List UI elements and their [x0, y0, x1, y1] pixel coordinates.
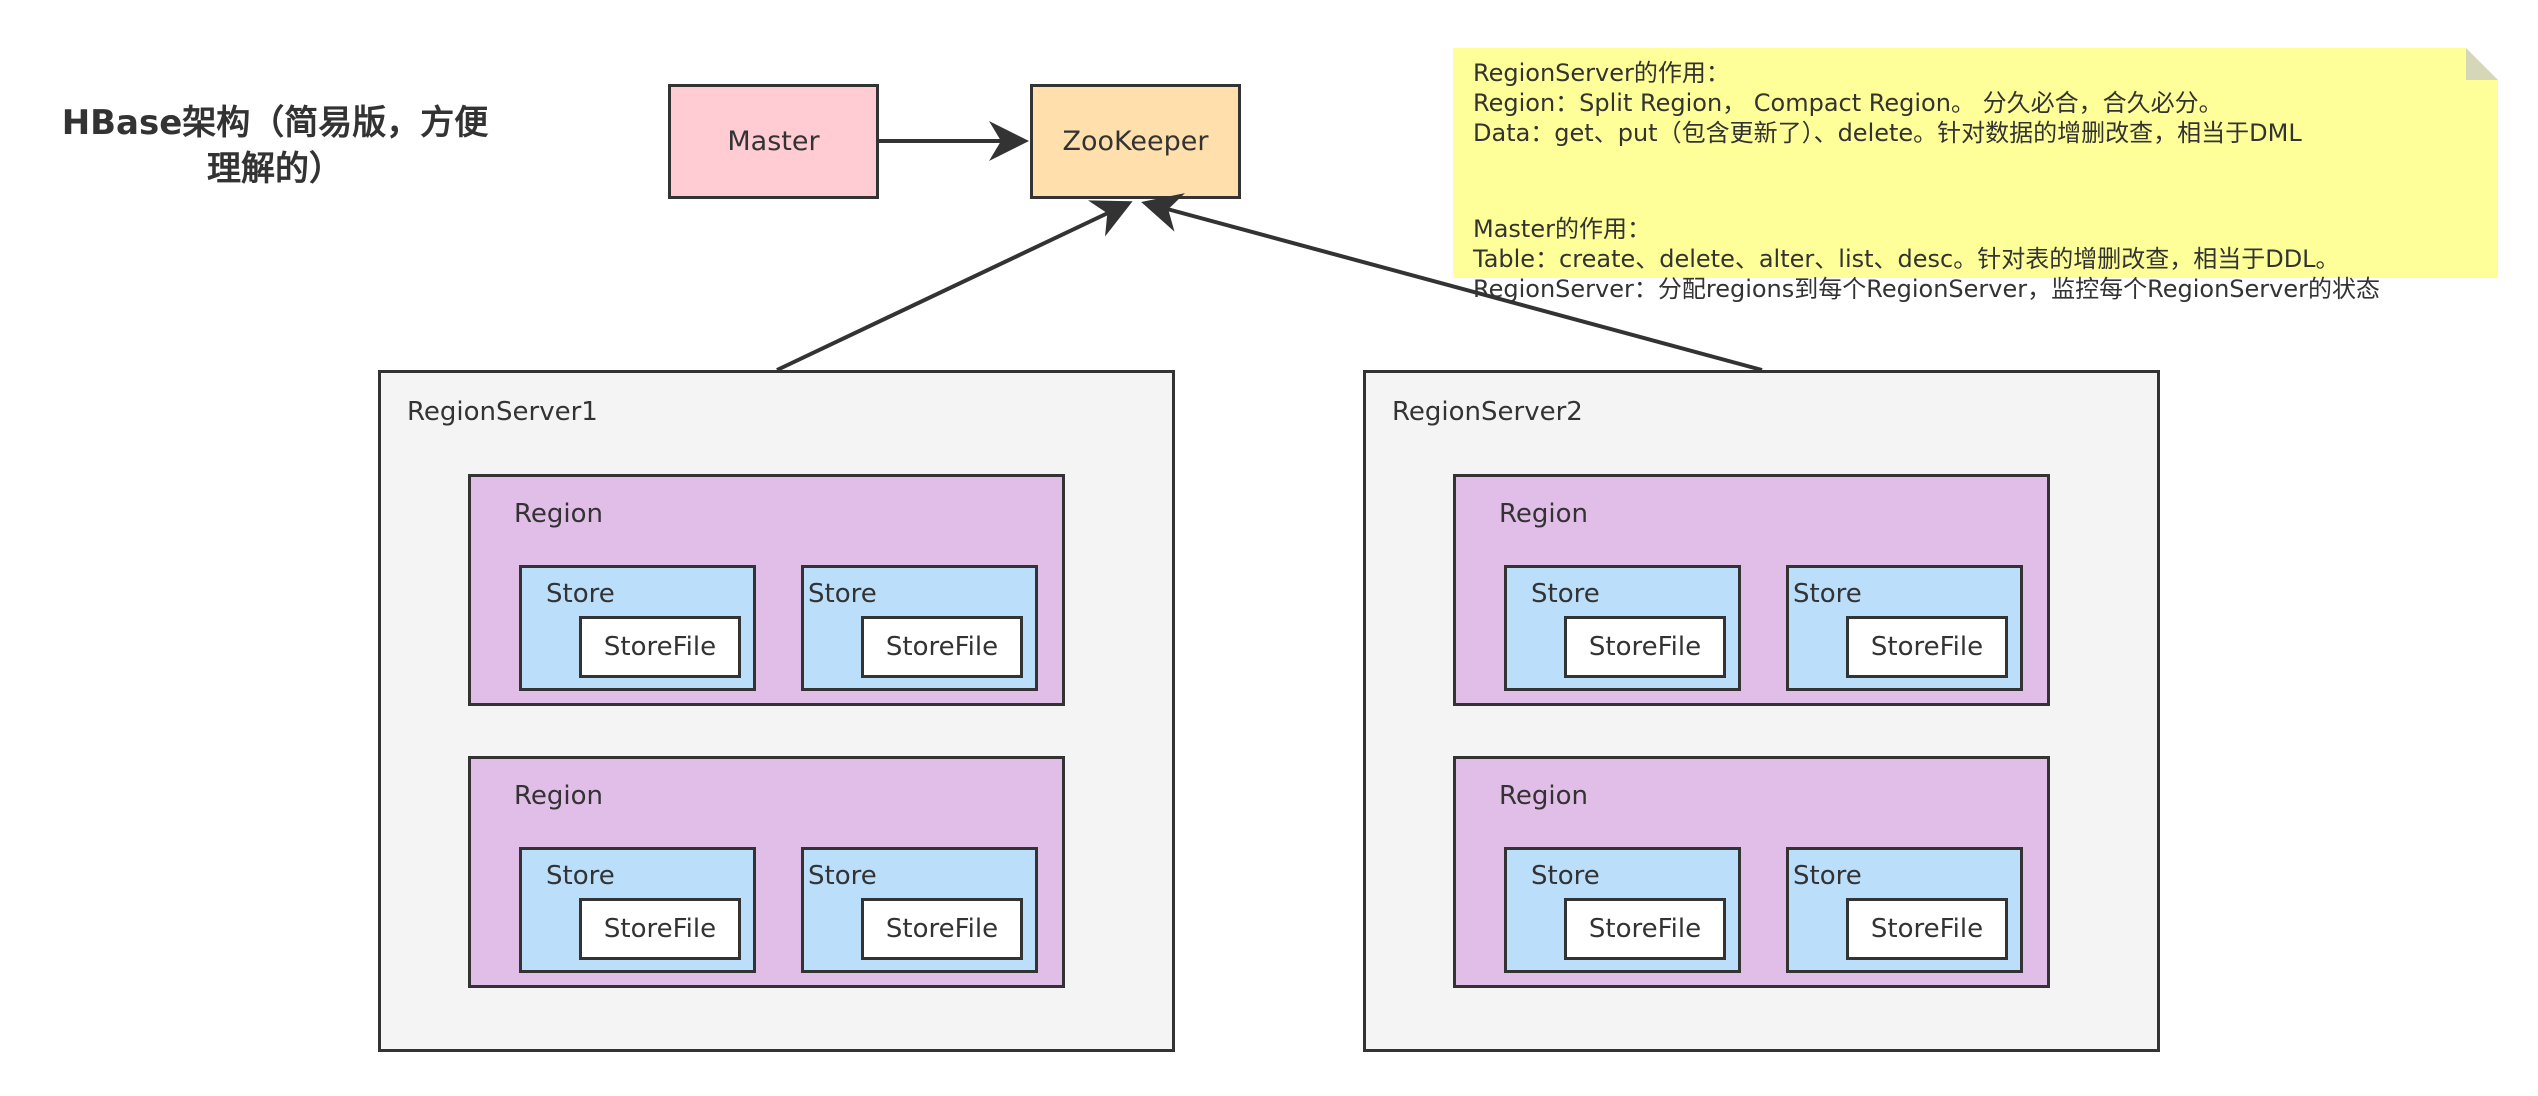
storefile-box[interactable]: StoreFile: [1564, 616, 1726, 678]
store-label: Store: [1793, 579, 1862, 609]
store-label: Store: [546, 861, 615, 891]
store-label: Store: [1793, 861, 1862, 891]
store-box[interactable]: Store StoreFile: [801, 565, 1038, 691]
zookeeper-node[interactable]: ZooKeeper: [1030, 84, 1241, 199]
storefile-box[interactable]: StoreFile: [579, 898, 741, 960]
diagram-title-line-1: HBase架构（简易版，方便: [61, 103, 489, 143]
store-box[interactable]: Store StoreFile: [1504, 847, 1741, 973]
store-box[interactable]: Store StoreFile: [801, 847, 1038, 973]
region-box[interactable]: Region Store StoreFile Store StoreFile: [1453, 474, 2050, 706]
storefile-box[interactable]: StoreFile: [579, 616, 741, 678]
store-label: Store: [808, 861, 877, 891]
region-server-label: RegionServer1: [407, 397, 598, 427]
note-line: Table：create、delete、alter、list、desc。针对表的…: [1473, 245, 2340, 273]
storefile-box[interactable]: StoreFile: [1564, 898, 1726, 960]
note-line: Master的作用：: [1473, 215, 1651, 243]
storefile-label: StoreFile: [885, 632, 999, 662]
storefile-label: StoreFile: [603, 632, 717, 662]
region-box[interactable]: Region Store StoreFile Store StoreFile: [468, 756, 1065, 988]
storefile-box[interactable]: StoreFile: [861, 898, 1023, 960]
storefile-label: StoreFile: [1588, 914, 1702, 944]
note-line: Data：get、put（包含更新了）、delete。针对数据的增删改查，相当于…: [1473, 119, 2302, 147]
store-box[interactable]: Store StoreFile: [519, 565, 756, 691]
region-box[interactable]: Region Store StoreFile Store StoreFile: [468, 474, 1065, 706]
region-label: Region: [1499, 499, 1589, 529]
diagram-title-line-2: 理解的）: [207, 149, 343, 189]
store-label: Store: [808, 579, 877, 609]
region-server-2[interactable]: RegionServer2 Region Store StoreFile Sto…: [1363, 370, 2160, 1052]
master-label: Master: [727, 126, 820, 157]
storefile-label: StoreFile: [1588, 632, 1702, 662]
store-label: Store: [1531, 861, 1600, 891]
region-label: Region: [514, 781, 604, 811]
store-box[interactable]: Store StoreFile: [1504, 565, 1741, 691]
store-label: Store: [546, 579, 615, 609]
storefile-label: StoreFile: [1870, 914, 1984, 944]
region-server-label: RegionServer2: [1392, 397, 1583, 427]
diagram-title: HBase架构（简易版，方便 理解的）: [40, 100, 510, 192]
region-box[interactable]: Region Store StoreFile Store StoreFile: [1453, 756, 2050, 988]
note-line: RegionServer的作用：: [1473, 59, 1730, 87]
storefile-label: StoreFile: [885, 914, 999, 944]
storefile-label: StoreFile: [603, 914, 717, 944]
store-box[interactable]: Store StoreFile: [1786, 565, 2023, 691]
storefile-box[interactable]: StoreFile: [1846, 898, 2008, 960]
sticky-note: RegionServer的作用： Region：Split Region， Co…: [1453, 48, 2498, 303]
zookeeper-label: ZooKeeper: [1062, 126, 1209, 157]
arrow-regionserver1-to-zookeeper: [776, 200, 1133, 372]
region-server-1[interactable]: RegionServer1 Region Store StoreFile Sto…: [378, 370, 1175, 1052]
master-node[interactable]: Master: [668, 84, 879, 199]
store-box[interactable]: Store StoreFile: [1786, 847, 2023, 973]
note-line: RegionServer：分配regions到每个RegionServer，监控…: [1473, 275, 2380, 303]
note-line: Region：Split Region， Compact Region。 分久必…: [1473, 89, 2223, 117]
note-fold-corner: [2466, 48, 2498, 80]
storefile-label: StoreFile: [1870, 632, 1984, 662]
storefile-box[interactable]: StoreFile: [861, 616, 1023, 678]
store-box[interactable]: Store StoreFile: [519, 847, 756, 973]
region-label: Region: [1499, 781, 1589, 811]
store-label: Store: [1531, 579, 1600, 609]
region-label: Region: [514, 499, 604, 529]
storefile-box[interactable]: StoreFile: [1846, 616, 2008, 678]
